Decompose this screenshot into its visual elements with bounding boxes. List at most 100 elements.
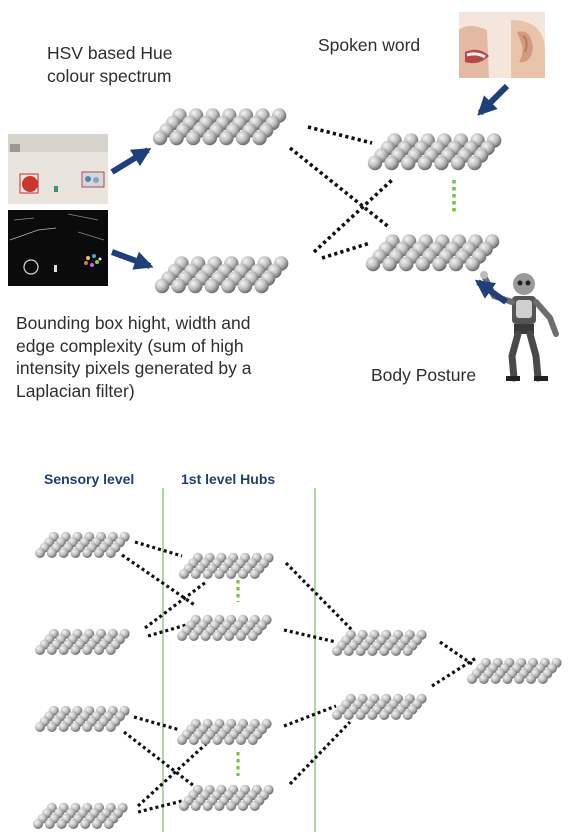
speaker-photo [459, 12, 545, 78]
sphere-node [391, 710, 401, 720]
sphere-node [238, 569, 248, 579]
grid-bottom-hub-1 [179, 552, 274, 579]
sensory-level-header: Sensory level [44, 471, 135, 487]
level-dividers [162, 488, 316, 832]
sphere-node [399, 256, 414, 272]
sphere-node [94, 548, 104, 558]
sphere-node [202, 801, 213, 811]
link-l2a-l3 [439, 640, 473, 666]
sphere-node [343, 646, 354, 656]
sphere-node [68, 819, 79, 829]
link-edge-to-speech [312, 178, 394, 254]
grid-bottom-level2-2 [332, 693, 427, 720]
sphere-node [202, 130, 217, 146]
sphere-node [237, 278, 253, 294]
arrow-speech-input [477, 83, 510, 116]
sphere-node [502, 674, 513, 684]
sphere-node [70, 645, 81, 655]
sphere-node [35, 548, 45, 558]
sphere-node [212, 735, 223, 745]
sphere-node [177, 735, 187, 745]
sphere-node [478, 674, 489, 684]
sphere-node [221, 278, 236, 294]
link-hue-to-posture [288, 146, 392, 230]
sphere-node [70, 548, 81, 558]
sphere-node [367, 646, 378, 656]
sphere-node [186, 130, 201, 146]
sphere-node [169, 130, 184, 146]
sphere-node [537, 674, 548, 684]
sphere-node [226, 801, 237, 811]
first-level-hubs-header: 1st level Hubs [181, 471, 276, 487]
grid-bottom-sensory-4 [33, 802, 128, 829]
sphere-node [382, 256, 397, 272]
sphere-node [249, 569, 260, 579]
sphere-node [171, 278, 186, 294]
sphere-node [432, 256, 447, 272]
grid-bottom-hub-4 [179, 784, 274, 811]
hsv-label: HSV based Hue colour spectrum [47, 42, 173, 87]
grid-bottom-level2-1 [332, 629, 427, 656]
sphere-node [82, 548, 93, 558]
link-hub2-l2a [283, 628, 337, 644]
sphere-node [179, 569, 189, 579]
hsv-label-line-1: HSV based Hue [47, 43, 173, 63]
hsv-label-line-2: colour spectrum [47, 65, 172, 86]
sphere-node [467, 155, 482, 171]
link-l2b-l3 [431, 656, 477, 688]
arrow-color-input [110, 147, 152, 175]
sphere-node [212, 631, 223, 641]
sphere-node [44, 819, 55, 829]
bounding-box-label-line-3: intensity pixels generated by a [16, 358, 252, 378]
sphere-node [224, 631, 235, 641]
sphere-node [105, 722, 116, 732]
sphere-node [226, 569, 237, 579]
sphere-node [177, 631, 187, 641]
sphere-node [105, 645, 116, 655]
grid-hue-sensory [152, 108, 287, 146]
bounding-box-label-line-1: Bounding box hight, width and [16, 313, 251, 333]
sphere-node [434, 155, 449, 171]
sphere-node [402, 710, 413, 720]
grid-posture-sensory [365, 234, 500, 272]
sphere-node [238, 801, 248, 811]
sphere-node [415, 256, 430, 272]
sphere-node [200, 735, 211, 745]
sphere-node [332, 710, 342, 720]
link-hub3-l2b [283, 704, 337, 728]
sphere-node [188, 735, 199, 745]
sphere-node [58, 548, 69, 558]
sphere-node [92, 819, 102, 829]
sphere-node [343, 710, 354, 720]
sphere-node [105, 548, 116, 558]
sphere-node [94, 722, 104, 732]
sphere-node [154, 278, 170, 294]
link-edge-to-posture [321, 241, 371, 260]
link-hue-to-speech [307, 125, 373, 145]
sphere-node [80, 819, 91, 829]
link-s3-hub3 [133, 715, 181, 732]
link-hub4-l2b [288, 720, 352, 786]
sphere-node [200, 631, 211, 641]
camera-color-thumbnail [8, 134, 108, 204]
grid-bottom-level3 [467, 657, 562, 684]
sphere-node [202, 569, 213, 579]
sphere-node [467, 674, 477, 684]
sphere-node [391, 646, 401, 656]
sphere-node [490, 674, 501, 684]
sphere-node [367, 710, 378, 720]
sphere-node [82, 722, 93, 732]
sphere-node [514, 674, 525, 684]
bounding-box-label-line-2: edge complexity (sum of high [16, 335, 244, 356]
sphere-node [58, 722, 69, 732]
sphere-node [204, 278, 219, 294]
grid-bottom-sensory-2 [35, 628, 130, 655]
sphere-node [188, 278, 203, 294]
grid-bottom-sensory-1 [35, 531, 130, 558]
link-s1-hub1 [134, 540, 183, 558]
sphere-node [188, 631, 199, 641]
sphere-node [247, 631, 258, 641]
grid-bottom-sensory-3 [35, 705, 130, 732]
sphere-node [365, 256, 381, 272]
